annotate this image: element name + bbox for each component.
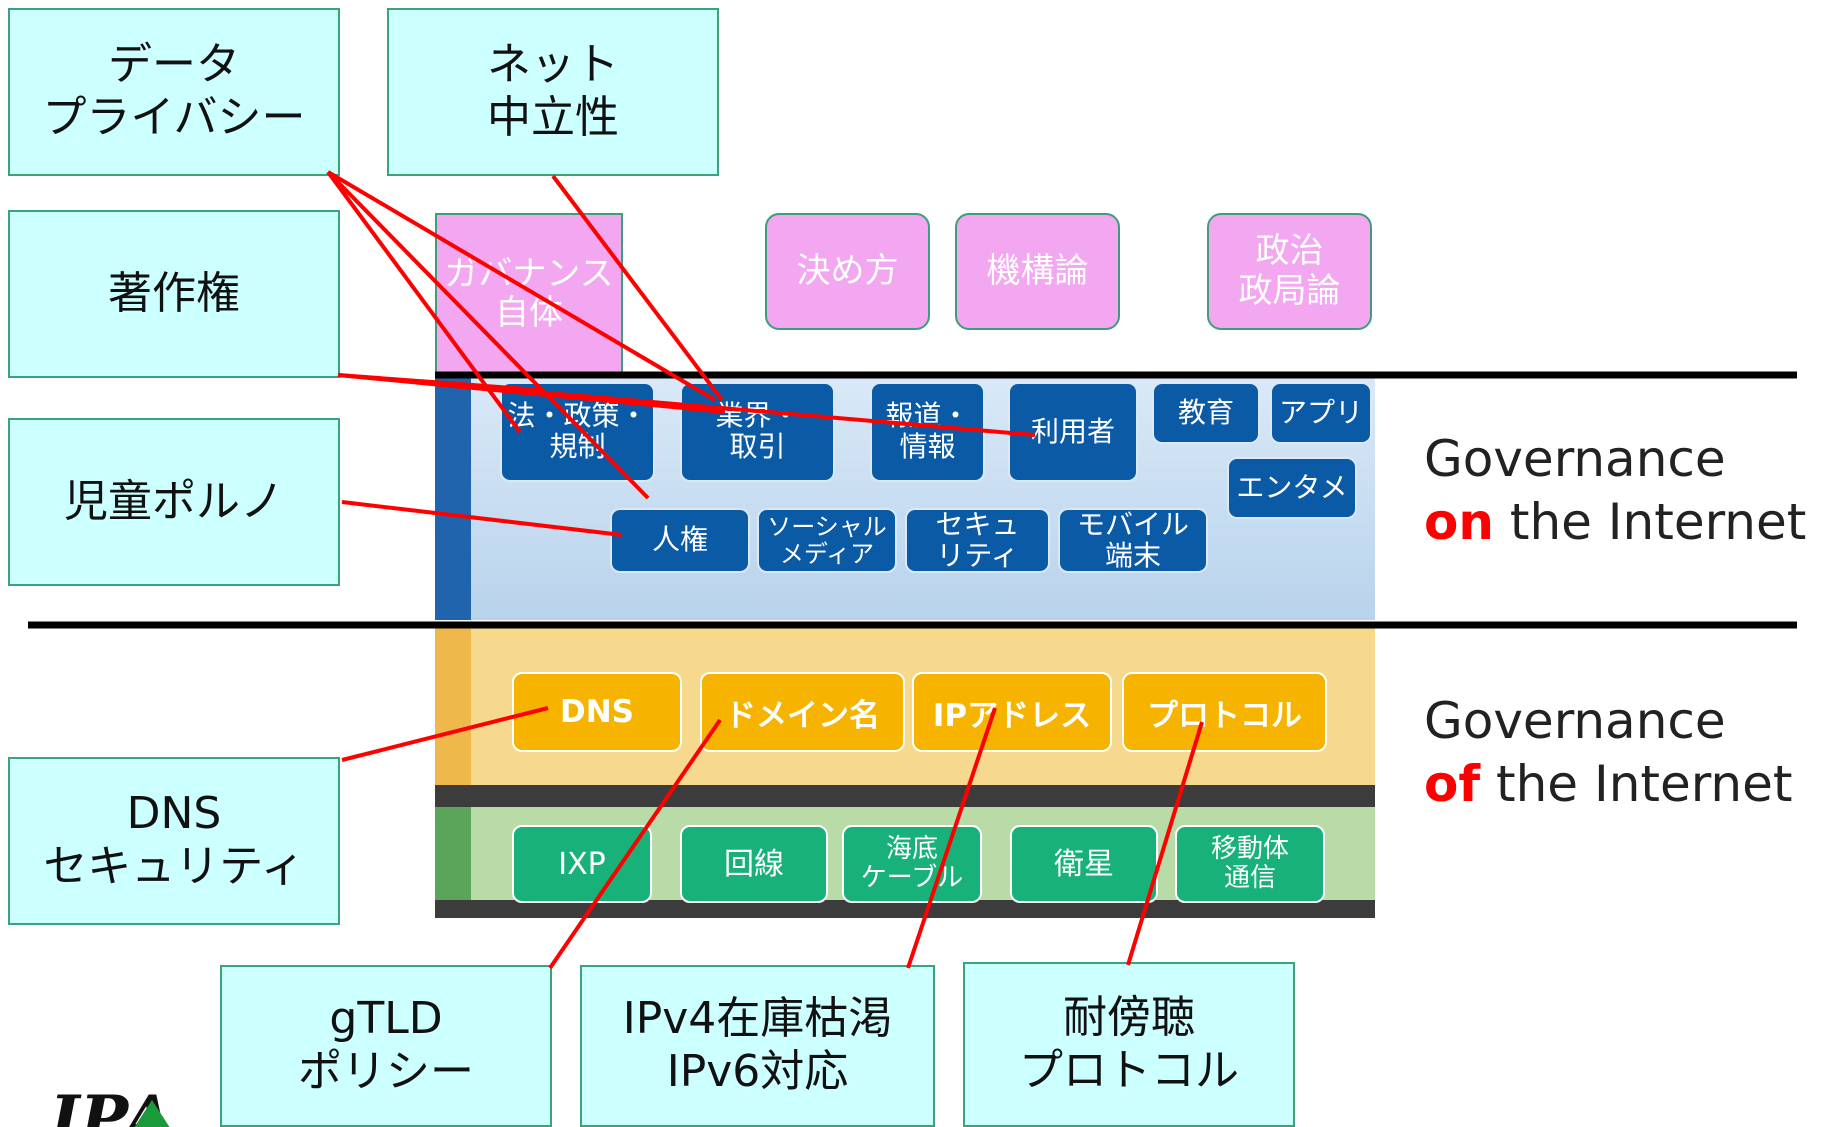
entertainment-label: エンタメ [1236, 470, 1348, 504]
law-line2: 規制 [549, 430, 606, 463]
mobile-comm-box: 移動体 通信 [1175, 825, 1325, 903]
wiretap-protocol-line1: 耐傍聴 [1063, 991, 1195, 1043]
governance-of-line2: of the Internet [1424, 753, 1793, 816]
ixp-label: IXP [558, 846, 606, 882]
business-box: 業界・ 取引 [680, 382, 835, 482]
net-neutrality-line2: 中立性 [487, 92, 619, 143]
data-privacy-box: データ プライバシー [8, 8, 340, 176]
ip-address-label: IPアドレス [932, 697, 1092, 734]
submarine-cable-box: 海底 ケーブル [842, 825, 982, 903]
dns-security-line2: セキュリティ [43, 841, 305, 892]
mobile-device-line1: モバイル [1076, 507, 1189, 541]
governance-on-emphasis: on [1424, 492, 1494, 551]
security-line2: リティ [936, 538, 1019, 572]
governance-of-caption: Governance of the Internet [1424, 690, 1793, 815]
protocol-label: プロトコル [1147, 697, 1302, 734]
news-box: 報道・ 情報 [870, 382, 985, 482]
line-box: 回線 [680, 825, 828, 903]
news-line2: 情報 [899, 430, 956, 463]
mobile-comm-line1: 移動体 [1210, 834, 1289, 865]
copyright-label: 著作権 [108, 267, 240, 319]
law-box: 法・政策・ 規制 [500, 382, 655, 482]
logical-layer-sidebar [435, 625, 471, 785]
decision-box: 決め方 [765, 213, 930, 330]
dns-security-box: DNS セキュリティ [8, 757, 340, 925]
ixp-box: IXP [512, 825, 652, 903]
entertainment-box: エンタメ [1227, 457, 1357, 519]
governance-on-caption: Governance on the Internet [1424, 428, 1806, 553]
dns-security-line1: DNS [126, 788, 222, 840]
infra-layer-sidebar [435, 807, 471, 917]
satellite-label: 衛星 [1054, 846, 1114, 882]
mobile-device-line2: 端末 [1104, 538, 1161, 572]
governance-itself-box: ガバナンス 自体 [435, 213, 623, 375]
data-privacy-line2: プライバシー [42, 92, 306, 143]
net-neutrality-line1: ネット [487, 39, 619, 91]
wiretap-protocol-box: 耐傍聴 プロトコル [963, 962, 1295, 1127]
governance-itself-line1: ガバナンス [444, 253, 614, 294]
education-box: 教育 [1152, 382, 1260, 444]
social-layer-sidebar [435, 375, 471, 620]
ip-address-box: IPアドレス [912, 672, 1112, 752]
ipv4-exhaustion-box: IPv4在庫枯渇 IPv6対応 [580, 965, 935, 1127]
wiretap-protocol-line2: プロトコル [1019, 1044, 1239, 1096]
decision-label: 決め方 [796, 250, 899, 291]
mobile-comm-line2: 通信 [1223, 863, 1276, 893]
net-neutrality-box: ネット 中立性 [387, 8, 719, 176]
dns-box: DNS [512, 672, 682, 752]
gtld-policy-box: gTLD ポリシー [220, 965, 552, 1127]
apps-label: アプリ [1278, 395, 1363, 429]
ipa-logo-mark-icon [130, 1100, 174, 1127]
law-line1: 法・政策・ [507, 399, 648, 433]
apps-box: アプリ [1270, 382, 1372, 444]
security-line1: セキュ [935, 507, 1020, 541]
infra-divider [435, 785, 1375, 807]
gtld-policy-line2: ポリシー [298, 1046, 474, 1097]
business-line1: 業界・ [715, 399, 800, 433]
human-rights-box: 人権 [610, 508, 750, 573]
child-porn-box: 児童ポルノ [8, 418, 340, 586]
business-line2: 取引 [729, 430, 786, 463]
child-porn-label: 児童ポルノ [64, 475, 284, 527]
users-label: 利用者 [1030, 414, 1115, 448]
users-box: 利用者 [1008, 382, 1138, 482]
line-label: 回線 [724, 846, 784, 882]
submarine-cable-line2: ケーブル [860, 863, 964, 893]
social-media-line1: ソーシャル [767, 513, 887, 542]
human-rights-label: 人権 [651, 523, 708, 557]
news-line1: 報道・ [885, 399, 970, 433]
copyright-box: 著作権 [8, 210, 340, 378]
education-label: 教育 [1177, 395, 1234, 429]
data-privacy-line1: データ [108, 39, 240, 91]
politics-box: 政治 政局論 [1207, 213, 1372, 330]
institutions-box: 機構論 [955, 213, 1120, 330]
submarine-cable-line1: 海底 [885, 834, 938, 865]
mobile-device-box: モバイル 端末 [1058, 508, 1208, 573]
security-box: セキュ リティ [905, 508, 1050, 573]
governance-on-rest: the Internet [1493, 492, 1807, 551]
dns-label: DNS [559, 694, 634, 730]
ipv4-exhaustion-line1: IPv4在庫枯渇 [622, 993, 893, 1045]
governance-of-line1: Governance [1424, 692, 1726, 750]
social-media-line2: メディア [779, 539, 875, 568]
domain-box: ドメイン名 [700, 672, 905, 752]
governance-of-emphasis: of [1424, 754, 1481, 813]
institutions-label: 機構論 [986, 250, 1089, 291]
protocol-box: プロトコル [1122, 672, 1327, 752]
governance-on-line2: on the Internet [1424, 491, 1806, 554]
satellite-box: 衛星 [1010, 825, 1158, 903]
governance-itself-line2: 自体 [495, 293, 563, 333]
gtld-policy-line1: gTLD [329, 993, 443, 1045]
ipv4-exhaustion-line2: IPv6対応 [666, 1046, 849, 1097]
politics-line2: 政局論 [1238, 270, 1341, 311]
social-media-box: ソーシャル メディア [757, 508, 897, 573]
governance-of-rest: the Internet [1480, 754, 1793, 813]
ipa-logo: IPA [50, 1088, 174, 1127]
governance-on-line1: Governance [1424, 430, 1726, 488]
politics-line1: 政治 [1255, 231, 1324, 272]
domain-label: ドメイン名 [725, 697, 880, 734]
